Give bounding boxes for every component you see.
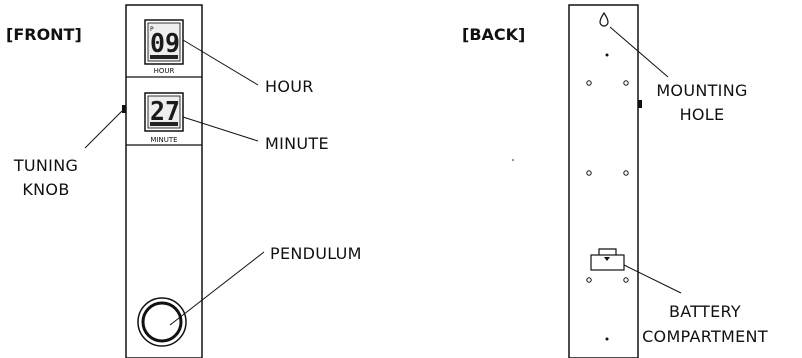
mounting-callout-line2: HOLE (680, 105, 725, 124)
minute-display: 27 MINUTE (144, 92, 184, 144)
tuning-knob-leader (84, 110, 123, 149)
hour-leader (182, 39, 259, 86)
hour-display-bar (150, 55, 178, 59)
mounting-hole-leader (609, 26, 669, 78)
battery-callout-line2: COMPARTMENT (642, 327, 768, 346)
minute-caption: MINUTE (150, 136, 177, 144)
minute-callout: MINUTE (265, 134, 329, 153)
battery-leader (623, 264, 682, 294)
back-dot (605, 53, 609, 57)
front-panel: P 09 HOUR 27 MINUTE (122, 4, 203, 358)
mounting-hole-icon (599, 11, 609, 27)
pendulum (137, 297, 187, 347)
pendulum-inner (141, 301, 183, 343)
back-screw-hole (623, 80, 629, 86)
battery-arrow-icon (604, 257, 610, 261)
back-screw-hole (623, 170, 629, 176)
back-label: [BACK] (462, 25, 525, 44)
hour-digits: 09 (150, 29, 180, 59)
back-body (568, 4, 639, 358)
battery-callout-line1: BATTERY (669, 302, 741, 321)
hour-display: P 09 HOUR (144, 19, 184, 75)
battery-cover (590, 254, 625, 271)
battery-latch (598, 248, 617, 255)
pendulum-leader (169, 251, 265, 326)
tuning-callout-line2: KNOB (22, 180, 69, 199)
hour-display-screen (147, 22, 181, 62)
battery-compartment (590, 248, 625, 271)
minute-leader (182, 116, 259, 142)
back-screw-hole (623, 277, 629, 283)
minute-display-bar (150, 122, 178, 126)
back-panel (568, 4, 642, 358)
hour-caption: HOUR (154, 67, 175, 75)
stray-dot (512, 159, 514, 161)
pendulum-callout: PENDULUM (270, 244, 362, 263)
mounting-callout-line1: MOUNTING (656, 81, 747, 100)
hour-callout: HOUR (265, 77, 314, 96)
back-side-nub (638, 100, 642, 108)
back-screw-hole (586, 170, 592, 176)
tuning-callout-line1: TUNING (13, 156, 78, 175)
tuning-knob (122, 105, 126, 113)
back-dot (605, 337, 609, 341)
hour-indicator: P (150, 26, 154, 33)
back-screw-hole (586, 80, 592, 86)
back-screw-hole (586, 277, 592, 283)
front-label: [FRONT] (6, 25, 82, 44)
